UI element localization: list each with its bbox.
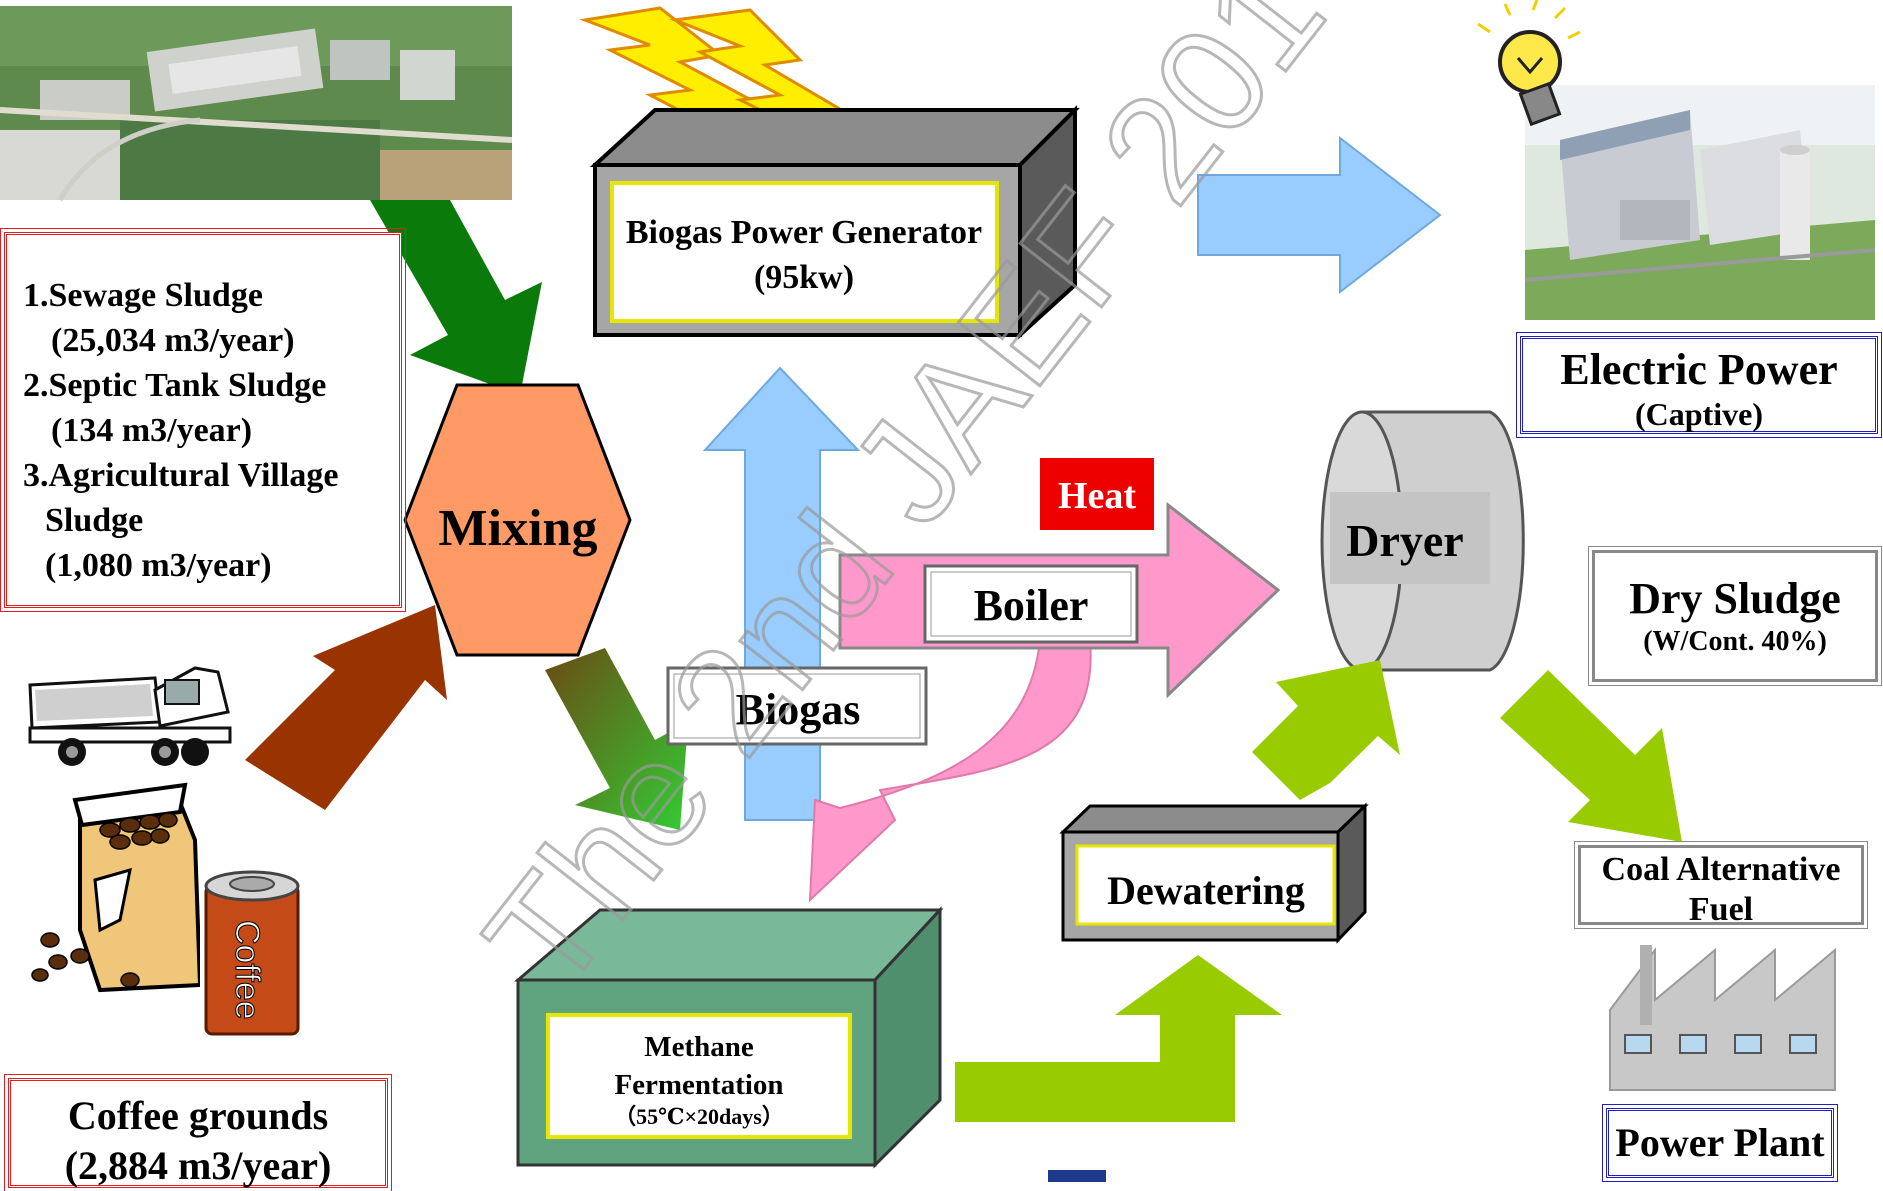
arrow-dryer-to-coal <box>1500 670 1682 842</box>
sludge-item-3-amount: (1,080 m3/year) <box>45 547 272 584</box>
mixing-hexagon: Mixing <box>403 383 632 657</box>
dry-sludge-box: Dry Sludge (W/Cont. 40%) <box>1588 546 1882 686</box>
generator-capacity: (95kw) <box>754 259 854 296</box>
lightbulb-icon <box>1477 0 1581 127</box>
arrow-fermentation-to-dewatering <box>955 955 1282 1122</box>
sludge-item-1-name: 1.Sewage Sludge <box>23 277 263 314</box>
power-plant-box: Power Plant <box>1602 1104 1838 1182</box>
coffee-grounds-box: Coffee grounds (2,884 m3/year) <box>4 1074 392 1191</box>
methane-line2: Fermentation <box>614 1069 783 1101</box>
mixing-label: Mixing <box>439 500 598 557</box>
arrow-coffee-to-mixing <box>245 605 447 810</box>
coal-line1: Coal Alternative <box>1601 851 1841 888</box>
boiler-text: Boiler <box>974 581 1089 630</box>
heat-label: Heat <box>1040 458 1154 530</box>
methane-line3: （55℃×20days） <box>614 1104 784 1129</box>
dryer-cylinder: Dryer <box>1320 410 1525 672</box>
facility-aerial-photo <box>0 6 513 202</box>
sludge-item-3-name2: Sludge <box>45 502 144 539</box>
sludge-item-1-amount: (25,034 m3/year) <box>51 322 295 359</box>
sludge-item-3-name: 3.Agricultural Village <box>23 457 339 494</box>
coffee-grounds-label: Coffee grounds <box>67 1093 329 1138</box>
coal-alternative-box: Coal Alternative Fuel <box>1574 841 1868 929</box>
generator-title: Biogas Power Generator <box>626 214 982 251</box>
electric-power-box: Electric Power (Captive) <box>1516 332 1882 438</box>
coffee-can-label: Coffee <box>228 920 266 1020</box>
dump-truck-icon <box>28 666 232 766</box>
methane-line1: Methane <box>644 1031 754 1063</box>
boiler-curved-arrow <box>808 639 1092 903</box>
biogas-generator-box: Biogas Power Generator (95kw) <box>589 105 1080 340</box>
arrow-dewatering-to-dryer <box>1252 660 1400 800</box>
coal-line2: Fuel <box>1688 891 1754 928</box>
arrow-to-electric-power <box>1197 135 1442 295</box>
dry-sludge-title: Dry Sludge <box>1629 574 1841 623</box>
biogas-text: Biogas <box>736 685 861 734</box>
coffee-grounds-amount: (2,884 m3/year) <box>64 1143 332 1188</box>
heat-text: Heat <box>1058 475 1136 517</box>
coffee-can-icon: Coffee <box>200 865 308 1045</box>
electric-power-title: Electric Power <box>1560 345 1838 394</box>
biogas-box: Biogas <box>666 666 928 746</box>
sludge-sources-box: 1.Sewage Sludge (25,034 m3/year) 2.Septi… <box>0 228 406 612</box>
dewatering-box: Dewatering <box>1059 802 1369 944</box>
dryer-text: Dryer <box>1346 515 1463 566</box>
factory-icon <box>1609 945 1836 1091</box>
navy-marker <box>1048 1170 1106 1182</box>
dewatering-text: Dewatering <box>1107 868 1305 913</box>
dry-sludge-sub: (W/Cont. 40%) <box>1643 626 1827 657</box>
coffee-bag-icon <box>31 782 203 993</box>
power-facility-render <box>1524 85 1876 320</box>
sludge-item-2-amount: (134 m3/year) <box>51 412 253 449</box>
arrow-sludge-to-mixing <box>370 200 542 395</box>
electric-power-sub: (Captive) <box>1635 396 1763 432</box>
arrow-mixing-to-fermentation <box>545 648 688 830</box>
boiler-box: Boiler <box>923 564 1139 644</box>
sludge-item-2-name: 2.Septic Tank Sludge <box>23 367 327 404</box>
methane-fermentation-box: Methane Fermentation （55℃×20days） <box>513 906 944 1169</box>
power-plant-label: Power Plant <box>1615 1120 1825 1165</box>
